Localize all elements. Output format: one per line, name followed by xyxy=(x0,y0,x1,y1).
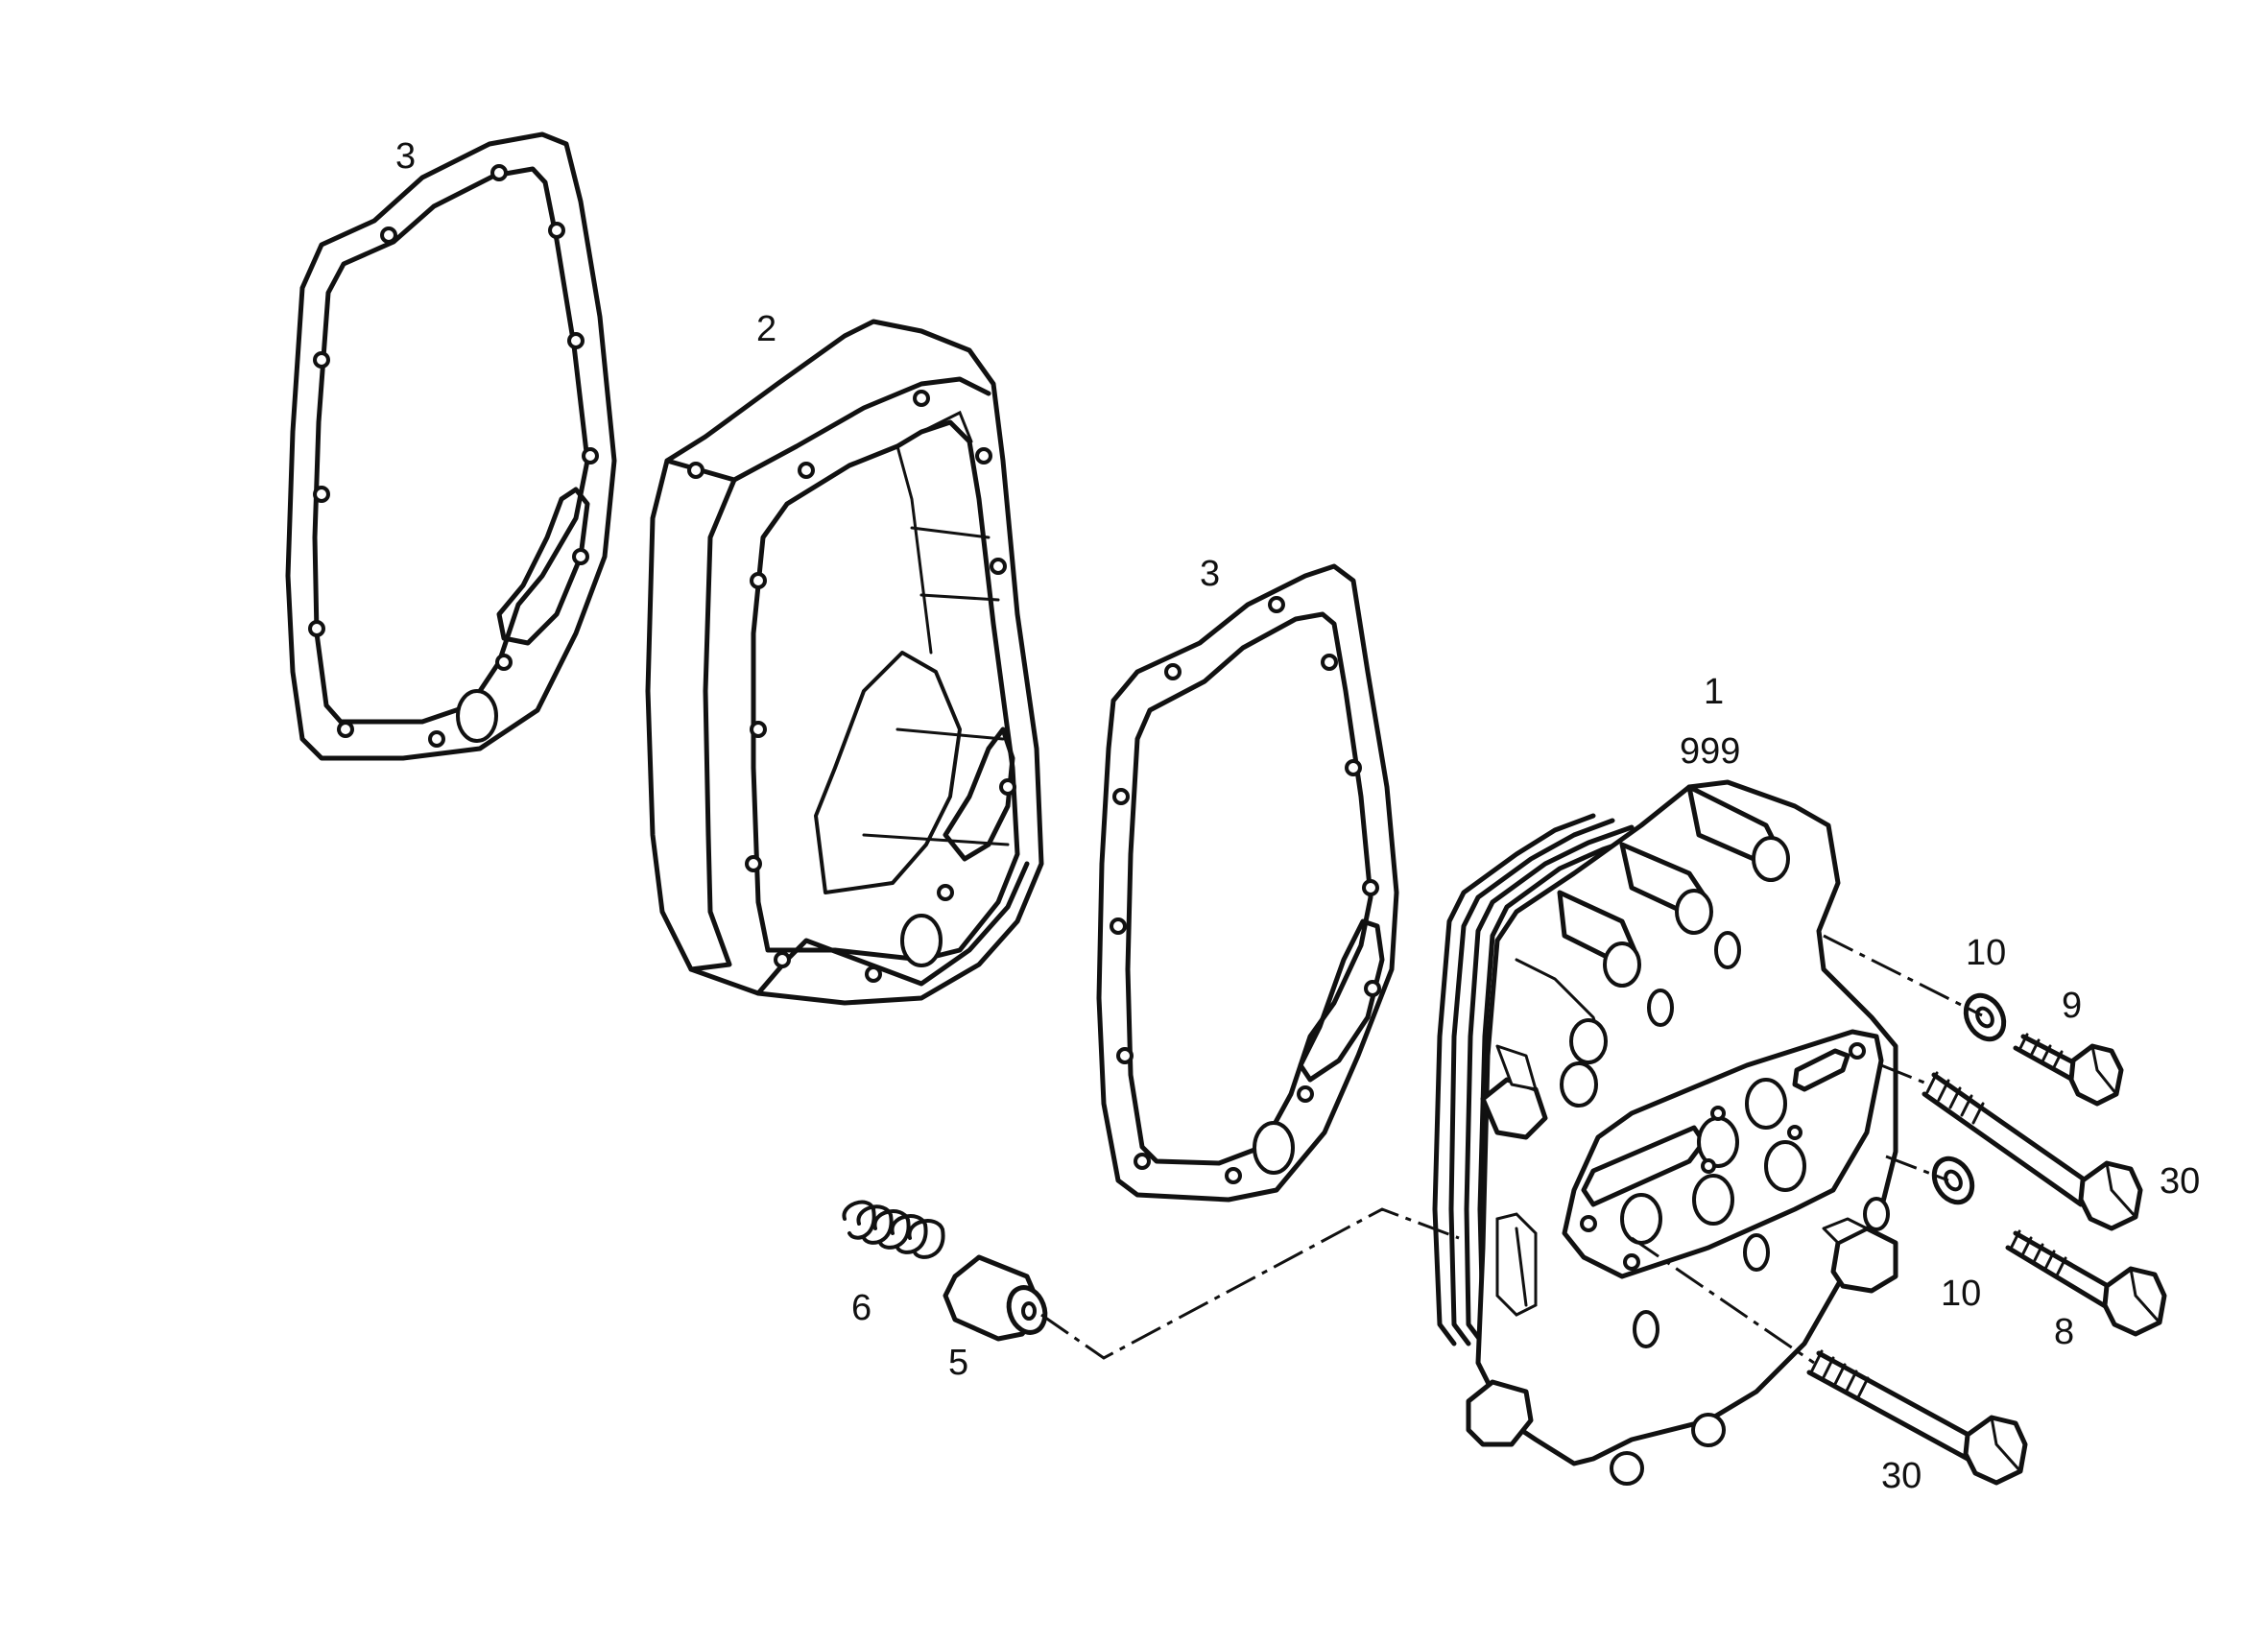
leader-washer-bottom xyxy=(1885,1155,1949,1182)
washer-top xyxy=(1963,992,2007,1042)
bolt-short-top xyxy=(2013,1033,2124,1107)
callout-washer-top: 10 xyxy=(1966,933,2006,973)
leader-washer-top xyxy=(1823,934,1983,1017)
callout-gasket-left: 3 xyxy=(395,136,416,177)
housing xyxy=(645,319,1044,1006)
valve-cover xyxy=(1432,779,1898,1486)
callout-bolt-long-bottom: 30 xyxy=(1881,1456,1922,1496)
callout-spring: 6 xyxy=(851,1288,871,1328)
callout-housing: 2 xyxy=(756,309,776,349)
washer-bottom xyxy=(1931,1156,1975,1205)
callout-piston: 5 xyxy=(948,1343,968,1383)
gasket-right xyxy=(1096,563,1399,1203)
callout-cover-alt: 999 xyxy=(1680,731,1740,772)
bolt-long-top xyxy=(1922,1071,2143,1231)
callout-bolt-short-bottom: 8 xyxy=(2054,1312,2074,1352)
gasket-left xyxy=(285,131,617,761)
leader-bolt-long-top xyxy=(1880,1063,1930,1086)
callout-bolt-long-top: 30 xyxy=(2160,1161,2200,1202)
bolt-short-bottom xyxy=(2005,1229,2167,1337)
bolt-long-bottom xyxy=(1806,1349,2028,1486)
spring xyxy=(842,1200,945,1259)
callout-gasket-right: 3 xyxy=(1200,554,1220,594)
leader-bolt-long-bottom xyxy=(1631,1236,1815,1365)
piston xyxy=(943,1254,1048,1342)
callout-bolt-short-top: 9 xyxy=(2062,986,2082,1026)
leader-piston xyxy=(1040,1207,1460,1360)
callout-cover: 1 xyxy=(1704,672,1724,712)
callout-washer-bottom: 10 xyxy=(1941,1274,1981,1314)
